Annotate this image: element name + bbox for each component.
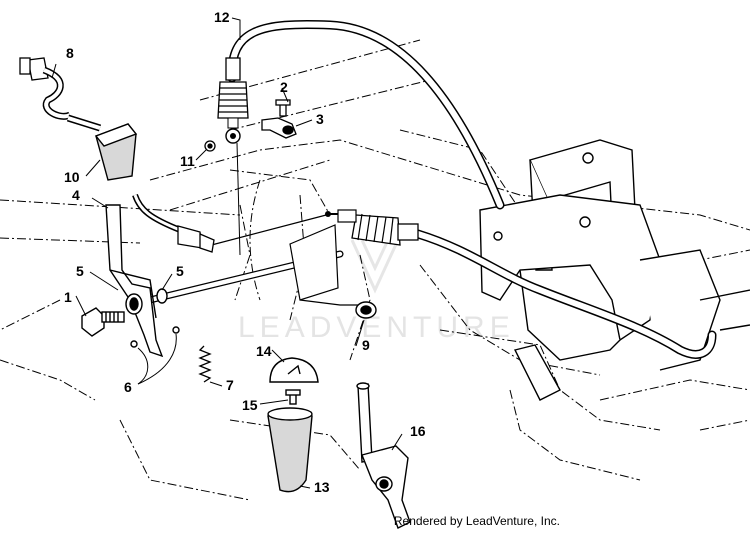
callout-10: 10: [64, 169, 80, 185]
shift-arm: [356, 382, 411, 529]
frame-bracket: [479, 139, 750, 401]
callout-14: 14: [256, 343, 272, 359]
cable-clevis: [204, 99, 297, 152]
lever-grip: [94, 123, 138, 181]
callout-5a: 5: [76, 263, 84, 279]
callout-4: 4: [72, 187, 80, 203]
rod-bushing: [355, 301, 377, 319]
callout-11: 11: [180, 153, 195, 169]
callout-7: 7: [226, 377, 234, 393]
callout-labels: 1 2 3 4 5 5 6 7 8 9 10 11 12 13 14 15 16: [64, 9, 426, 495]
shift-rod: [146, 213, 362, 306]
callout-3: 3: [316, 111, 324, 127]
lever-handle: [267, 407, 313, 493]
callout-5b: 5: [176, 263, 184, 279]
shift-cable: [217, 20, 717, 359]
callout-9: 9: [362, 337, 370, 353]
watermark: LEADVENTURE: [238, 239, 515, 344]
leader-lines: [51, 17, 403, 489]
callout-1: 1: [64, 289, 72, 305]
watermark-text: LEADVENTURE: [238, 311, 515, 344]
callout-16: 16: [410, 423, 426, 439]
callout-13: 13: [314, 479, 330, 495]
wire-connector: [19, 57, 215, 253]
callout-2: 2: [280, 79, 288, 95]
spring: [198, 345, 212, 383]
pivot-bolt: [81, 288, 180, 348]
shift-knob: [269, 357, 319, 405]
shift-lever: [105, 204, 164, 358]
callout-6: 6: [124, 379, 132, 395]
callout-15: 15: [242, 397, 258, 413]
callout-12: 12: [214, 9, 230, 25]
callout-8: 8: [66, 45, 74, 61]
render-credit: Rendered by LeadVenture, Inc.: [393, 514, 560, 528]
